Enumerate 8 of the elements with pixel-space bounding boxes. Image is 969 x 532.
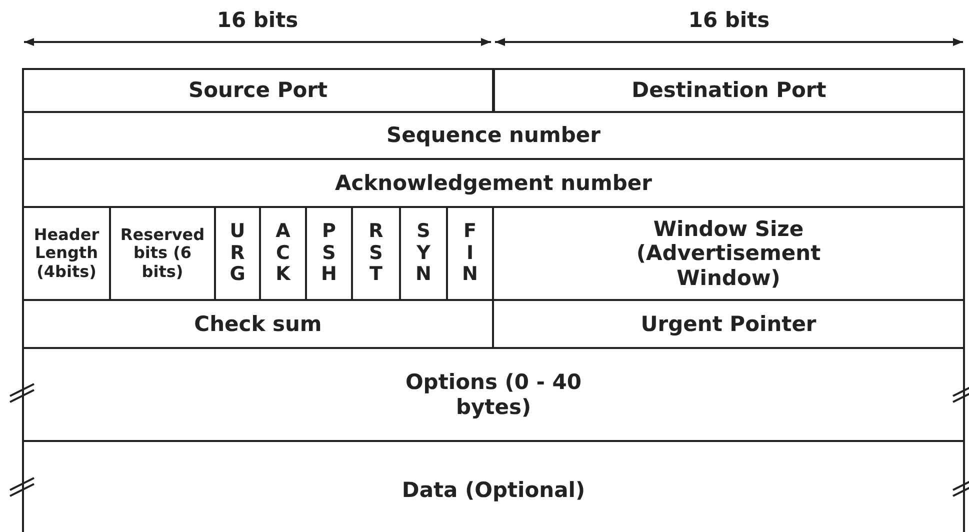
dimension-label: 16 bits	[687, 8, 771, 32]
header-field: Destination Port	[493, 68, 965, 113]
header-field: Data (Optional)	[22, 440, 965, 532]
header-field: Options (0 - 40 bytes)	[22, 347, 965, 442]
header-field: Source Port	[22, 68, 494, 113]
header-field: Acknowledgement number	[22, 158, 965, 208]
header-field: Sequence number	[22, 111, 965, 160]
dimension-label: 16 bits	[216, 8, 300, 32]
